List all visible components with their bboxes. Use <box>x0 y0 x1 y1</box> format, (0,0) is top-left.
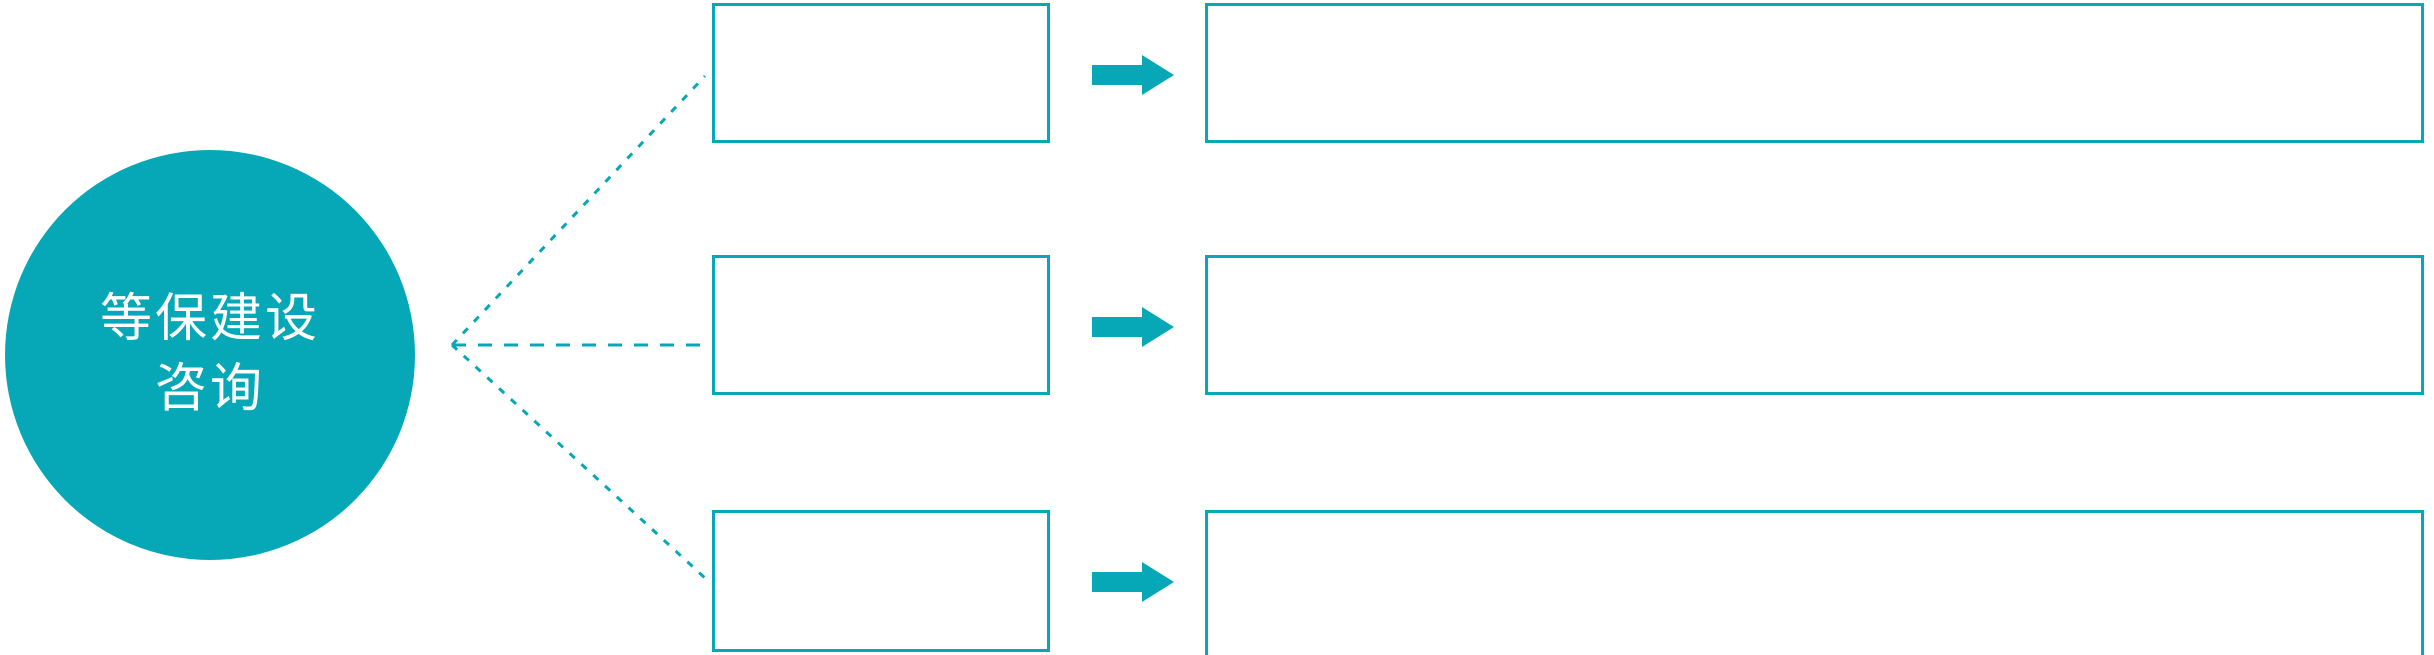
hub-circle[interactable]: 等保建设 咨询 <box>5 150 415 560</box>
row-3 <box>0 510 2434 655</box>
row-2-small-box[interactable] <box>712 255 1050 395</box>
row-3-small-box[interactable] <box>712 510 1050 652</box>
row-1-small-box[interactable] <box>712 3 1050 143</box>
row-2-large-box[interactable] <box>1205 255 2424 395</box>
row-3-large-box[interactable] <box>1205 510 2424 655</box>
hub-title-line-1: 等保建设 <box>99 290 320 349</box>
hub-title-line-2: 咨询 <box>154 360 265 418</box>
row-1-arrow-right-icon <box>1092 55 1174 95</box>
row-2 <box>0 255 2434 395</box>
row-2-arrow-right-icon <box>1092 307 1174 347</box>
row-1 <box>0 3 2434 143</box>
row-3-arrow-right-icon <box>1092 562 1174 602</box>
row-1-large-box[interactable] <box>1205 3 2424 143</box>
